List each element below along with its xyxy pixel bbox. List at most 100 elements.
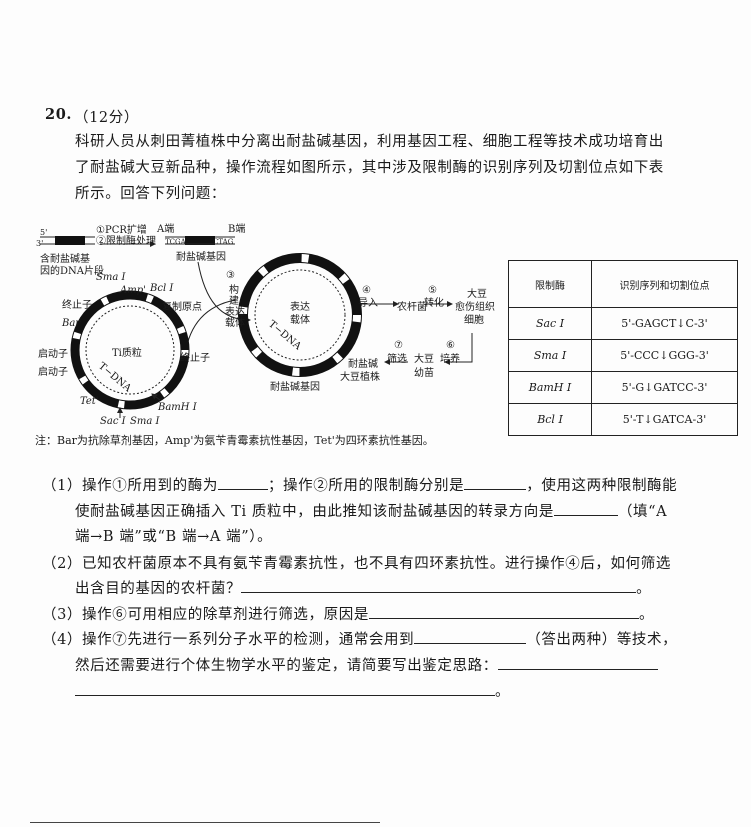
left-sticky-end: TCGA: [165, 238, 186, 246]
terminator-label-2: 终止子: [180, 353, 210, 364]
answer-blank[interactable]: [75, 681, 495, 696]
q1-text: （1）操作①所用到的酶为: [42, 478, 218, 494]
q2-text: 出含目的基因的农杆菌？: [75, 581, 242, 597]
q4-text: （答出两种）等技术，: [526, 632, 678, 648]
plant-label: 耐盐碱: [348, 359, 378, 370]
sma-top-label: Sma Ⅰ: [96, 272, 126, 283]
plant-label: 大豆植株: [340, 372, 380, 383]
gene-fragment: [185, 236, 215, 245]
site-cell: 5'-CCC↓GGG-3': [591, 339, 738, 372]
step5-number: ⑤: [428, 285, 437, 296]
q2-line2: 出含目的基因的农杆菌？ 。: [75, 577, 651, 598]
site-cell: 5'-T↓GATCA-3': [591, 403, 738, 436]
step3-text: 构: [229, 285, 239, 296]
amp-label: Amp': [120, 285, 146, 296]
callus-label: 大豆: [467, 289, 487, 300]
step7-number: ⑦: [394, 340, 403, 351]
q1-line1: （1）操作①所用到的酶为 ；操作②所用的限制酶分别是 ，使用这两种限制酶能: [42, 474, 677, 495]
q1-line2: 使耐盐碱基因正确插入 Ti 质粒中，由此推知该耐盐碱基因的转录方向是 （填“A: [75, 500, 667, 521]
step7-text: 筛选: [387, 354, 407, 365]
a-end-label: A端: [157, 224, 175, 235]
enzyme-cell: Sac Ⅰ: [508, 307, 592, 340]
answer-blank[interactable]: [553, 501, 618, 516]
step3-text: 建: [229, 296, 239, 307]
ti-plasmid-label: Ti质粒: [112, 348, 142, 359]
terminator-label-1: 终止子: [62, 300, 92, 311]
q4-line1: （4）操作⑦先进行一系列分子水平的检测，通常会用到 （答出两种）等技术，: [42, 628, 677, 649]
right-sticky-end: CTAG: [213, 238, 234, 246]
q3-text: （3）操作⑥可用相应的除草剂进行筛选，原因是: [42, 607, 369, 623]
q4-text: 然后还需要进行个体生物学水平的鉴定，请简要写出鉴定思路：: [75, 658, 498, 674]
step3-text: 载体: [225, 318, 245, 329]
step1-label: ①PCR扩增: [96, 225, 147, 236]
stem-line-2: 了耐盐碱大豆新品种，操作流程如图所示，其中涉及限制酶的识别序列及切割位点如下表: [75, 160, 664, 176]
question-score: （12分）: [74, 110, 139, 126]
vector-label: 表达: [290, 302, 310, 313]
question-number: 20.: [45, 106, 73, 123]
q3-line: （3）操作⑥可用相应的除草剂进行筛选，原因是 。: [42, 603, 654, 624]
q4-text: （4）操作⑦先进行一系列分子水平的检测，通常会用到: [42, 632, 415, 648]
q1-line3: 端→B 端”或“B 端→A 端”）。: [75, 529, 273, 545]
answer-blank[interactable]: [217, 475, 268, 490]
table-header-row: 限制酶识别序列和切割位点: [508, 260, 738, 308]
answer-blank[interactable]: [241, 578, 637, 593]
page-divider: [30, 822, 380, 823]
step3-text: 表达: [225, 307, 245, 318]
ori-label: 复制原点: [162, 302, 202, 313]
period: 。: [636, 581, 652, 597]
bamh-label: BamH Ⅰ: [158, 402, 197, 413]
q1-text: 使耐盐碱基因正确插入 Ti 质粒中，由此推知该耐盐碱基因的转录方向是: [75, 504, 554, 520]
answer-blank[interactable]: [368, 604, 639, 619]
q4-line3: 。: [75, 680, 510, 701]
promoter-label-1: 启动子: [38, 349, 68, 360]
seedling-label: 幼苗: [414, 368, 434, 379]
period: 。: [495, 684, 511, 700]
diagram-note: 注：Bar为抗除草剂基因，Amp'为氨苄青霉素抗性基因，Tet'为四环素抗性基因…: [35, 434, 434, 447]
three-prime: 3': [36, 239, 44, 248]
vector-label: 载体: [290, 315, 310, 326]
enzyme-cell: BamH Ⅰ: [508, 371, 592, 404]
step2-label: ②限制酶处理: [96, 236, 156, 247]
step3-number: ③: [226, 270, 235, 281]
vector-gene-label: 耐盐碱基因: [270, 382, 320, 393]
fragment-label-2: 因的DNA片段: [40, 266, 104, 277]
sac-label: Sac Ⅰ: [100, 416, 126, 427]
enzyme-cell: Bcl Ⅰ: [508, 403, 592, 436]
fragment-label-1: 含耐盐碱基: [40, 254, 90, 265]
callus-label: 细胞: [464, 315, 484, 326]
site-cell: 5'-G↓GATCC-3': [591, 371, 738, 404]
step6-text: 培养: [440, 354, 460, 365]
promoter-label-2: 启动子: [38, 367, 68, 378]
agrobacterium-label: 农杆菌: [397, 302, 427, 313]
q1-text: （填“A: [617, 504, 668, 520]
gene-label: 耐盐碱基因: [176, 252, 226, 263]
q1-text: ；操作②所用的限制酶分别是: [267, 478, 465, 494]
q4-line2: 然后还需要进行个体生物学水平的鉴定，请简要写出鉴定思路：: [75, 654, 658, 675]
header-site: 识别序列和切割位点: [591, 260, 738, 308]
dna-fragment: [55, 236, 85, 245]
q2-line1: （2）已知农杆菌原本不具有氨苄青霉素抗性，也不具有四环素抗性。进行操作④后，如何…: [42, 556, 671, 572]
period: 。: [638, 607, 655, 623]
site-cell: 5'-GAGCT↓C-3': [591, 307, 738, 340]
bar-label: Bar: [62, 318, 81, 329]
q1-text: ，使用这两种限制酶能: [526, 478, 678, 494]
answer-blank[interactable]: [414, 629, 527, 644]
step6-number: ⑥: [446, 340, 455, 351]
enzyme-cell: Sma Ⅰ: [508, 339, 592, 372]
b-end-label: B端: [228, 224, 246, 235]
sma-bottom-label: Sma Ⅰ: [130, 416, 160, 427]
five-prime: 5': [40, 228, 48, 237]
step5-text: 转化: [424, 298, 444, 309]
answer-blank[interactable]: [497, 655, 658, 670]
tet-label: Tet': [80, 396, 99, 407]
seedling-label: 大豆: [414, 354, 434, 365]
answer-blank[interactable]: [464, 475, 527, 490]
step4-text: 导入: [358, 298, 378, 309]
